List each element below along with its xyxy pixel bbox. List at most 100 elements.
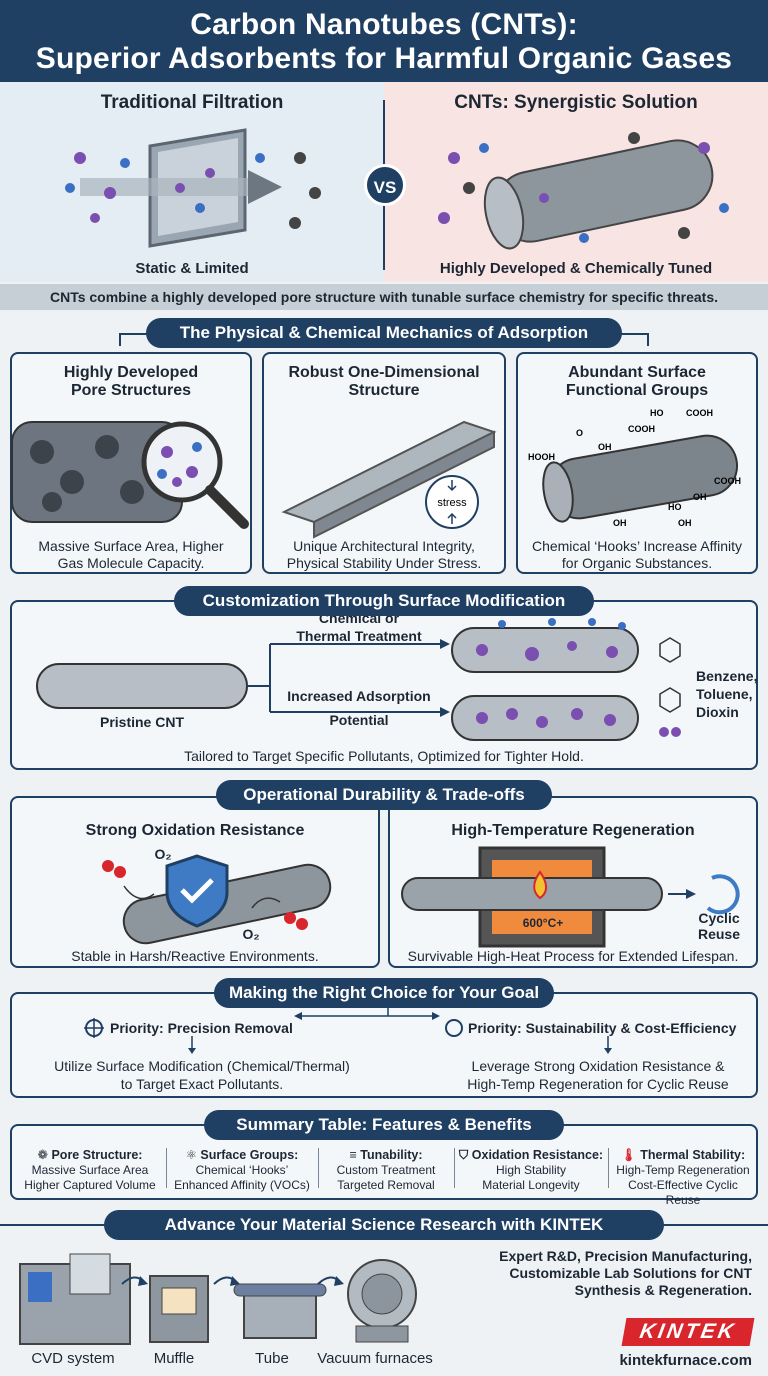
oxidation-panel: Strong Oxidation Resistance O₂ O₂ Stable…	[10, 796, 380, 968]
card-pore-structures: Highly Developed Pore Structures Massive…	[10, 352, 252, 574]
groups-line-1: Chemical ‘Hooks’	[195, 1163, 289, 1177]
oxidation-illustration	[102, 854, 332, 945]
groups-line-2: Enhanced Affinity (VOCs)	[174, 1178, 310, 1192]
treatment-label-2: Thermal Treatment	[296, 628, 422, 644]
coin-icon	[445, 1019, 463, 1037]
thermal-line-1: High-Temp Regeneration	[616, 1163, 750, 1177]
precision-priority: Priority: Precision Removal	[110, 1020, 293, 1036]
card-caption-1b: Gas Molecule Capacity.	[57, 555, 205, 571]
card-caption-3a: Chemical ‘Hooks’ Increase Affinity	[531, 538, 743, 554]
card-caption-2b: Physical Stability Under Stress.	[286, 555, 482, 571]
reuse-label-1: Cyclic	[698, 910, 740, 926]
precision-desc-1: Utilize Surface Modification (Chemical/T…	[54, 1058, 350, 1074]
title-line-1: Carbon Nanotubes (CNTs):	[190, 8, 578, 41]
thermal-line-2: Cost-Effective Cyclic Reuse	[628, 1178, 738, 1207]
summary-panel: ❁ Pore Structure: Massive Surface Area H…	[10, 1124, 758, 1207]
tagline-2: Customizable Lab Solutions for CNT	[509, 1265, 752, 1281]
shield-icon	[165, 854, 229, 928]
o2-label-bottom: O₂	[242, 926, 260, 942]
groups-title: Surface Groups:	[200, 1148, 299, 1162]
furnace-illustration	[401, 846, 740, 948]
filter-illustration	[65, 128, 321, 248]
equipment-cvd: CVD system	[31, 1350, 115, 1367]
temperature-label: 600°C+	[522, 916, 564, 930]
card-title-1a: Highly Developed	[63, 364, 199, 381]
kintek-url[interactable]: kintekfurnace.com	[619, 1352, 752, 1369]
card-title-2a: Robust One-Dimensional	[288, 364, 480, 381]
tunability-line-1: Custom Treatment	[336, 1163, 436, 1177]
summary-oxidation: ⛉ Oxidation Resistance: High Stability M…	[456, 1148, 606, 1192]
group-label-5: O	[576, 428, 583, 438]
cnt-solution-caption: Highly Developed & Chemically Tuned	[439, 260, 713, 277]
customization-panel: Pristine CNT Chemical or Thermal Treatme…	[10, 600, 758, 770]
target-toluene: Toluene,	[696, 686, 753, 702]
choice-panel: Priority: Precision Removal Priority: Su…	[10, 992, 758, 1098]
regeneration-caption: Survivable High-Heat Process for Extende…	[407, 948, 739, 964]
stress-label: stress	[437, 497, 467, 509]
sustainability-priority: Priority: Sustainability & Cost-Efficien…	[468, 1020, 737, 1036]
traditional-caption: Static & Limited	[135, 260, 249, 277]
mechanics-heading: The Physical & Chemical Mechanics of Ads…	[146, 318, 622, 348]
pristine-cnt-illustration	[36, 618, 681, 741]
card-caption-3b: for Organic Substances.	[561, 555, 713, 571]
molecule-icons	[659, 637, 681, 713]
oxidation-line-2: Material Longevity	[482, 1178, 580, 1192]
intro-note: CNTs combine a highly developed pore str…	[0, 284, 768, 310]
molecule-icon: ⚛	[185, 1148, 201, 1162]
card-1d-structure: Robust One-Dimensional Structure stress …	[262, 352, 506, 574]
equipment-illustrations	[19, 1253, 417, 1345]
pore-line-1: Massive Surface Area	[31, 1163, 149, 1177]
group-label-10: OH	[678, 518, 692, 528]
customization-heading: Customization Through Surface Modificati…	[174, 586, 594, 616]
divider-2	[318, 1148, 319, 1188]
regeneration-panel: High-Temperature Regeneration 600°C+ Cyc…	[388, 796, 758, 968]
pore-icon: ❁	[37, 1148, 52, 1162]
potential-label-1: Increased Adsorption	[287, 688, 431, 704]
muffle-furnace-icon	[149, 1275, 209, 1343]
summary-pore: ❁ Pore Structure: Massive Surface Area H…	[16, 1148, 164, 1192]
target-benzene: Benzene,	[696, 668, 758, 684]
cnt-solution-panel: CNTs: Synergistic Solution Highly Develo…	[384, 82, 768, 282]
pore-line-2: Higher Captured Volume	[24, 1178, 156, 1192]
cnt-solution-title: CNTs: Synergistic Solution	[454, 92, 698, 113]
title-line-2: Superior Adsorbents for Harmful Organic …	[35, 42, 733, 75]
oxidation-line-1: High Stability	[495, 1163, 567, 1177]
thermal-title: Thermal Stability:	[640, 1148, 746, 1162]
group-label-3: HOOH	[528, 452, 555, 462]
kintek-heading: Advance Your Material Science Research w…	[104, 1210, 664, 1240]
page-header: Carbon Nanotubes (CNTs): Superior Adsorb…	[0, 0, 768, 82]
tunability-title: Tunability:	[360, 1148, 423, 1162]
divider-3	[454, 1148, 455, 1188]
oxidation-caption: Stable in Harsh/Reactive Environments.	[71, 948, 319, 964]
divider-1	[166, 1148, 167, 1188]
sliders-icon: ≡	[349, 1148, 361, 1162]
card-title-2b: Structure	[348, 382, 420, 399]
customization-caption: Tailored to Target Specific Pollutants, …	[184, 748, 584, 764]
group-label-7: OH	[693, 492, 707, 502]
potential-label-2: Potential	[329, 712, 389, 728]
shield-small-icon: ⛉	[458, 1148, 472, 1162]
card-caption-2a: Unique Architectural Integrity,	[293, 538, 475, 554]
sustainability-desc-1: Leverage Strong Oxidation Resistance &	[471, 1058, 725, 1074]
regeneration-title: High-Temperature Regeneration	[451, 822, 695, 839]
cvd-system-icon	[19, 1253, 131, 1345]
cycle-icon	[706, 874, 740, 915]
tunability-line-2: Targeted Removal	[337, 1178, 435, 1192]
flame-icon	[533, 870, 547, 900]
divider-4	[608, 1148, 609, 1188]
kintek-tagline: Expert R&D, Precision Manufacturing, Cus…	[470, 1248, 752, 1299]
pore-title: Pore Structure:	[51, 1148, 143, 1162]
card-caption-1a: Massive Surface Area, Higher	[38, 538, 224, 554]
group-label-8: HO	[668, 502, 682, 512]
ibeam-illustration: stress	[281, 420, 497, 539]
card-title-3a: Abundant Surface	[568, 364, 706, 381]
sustainability-desc-2: High-Temp Regeneration for Cyclic Reuse	[467, 1076, 729, 1092]
summary-thermal: 🌡 Thermal Stability: High-Temp Regenerat…	[610, 1148, 756, 1207]
durability-heading: Operational Durability & Trade-offs	[216, 780, 552, 810]
group-label-11: COOH	[628, 424, 655, 434]
oxidation-cell-title: Oxidation Resistance:	[471, 1148, 604, 1162]
thermometer-icon: 🌡	[620, 1148, 641, 1162]
oxidation-title: Strong Oxidation Resistance	[85, 822, 305, 839]
equipment-vacuum: Vacuum furnaces	[317, 1350, 433, 1367]
cnt-tube-illustration	[438, 132, 729, 250]
